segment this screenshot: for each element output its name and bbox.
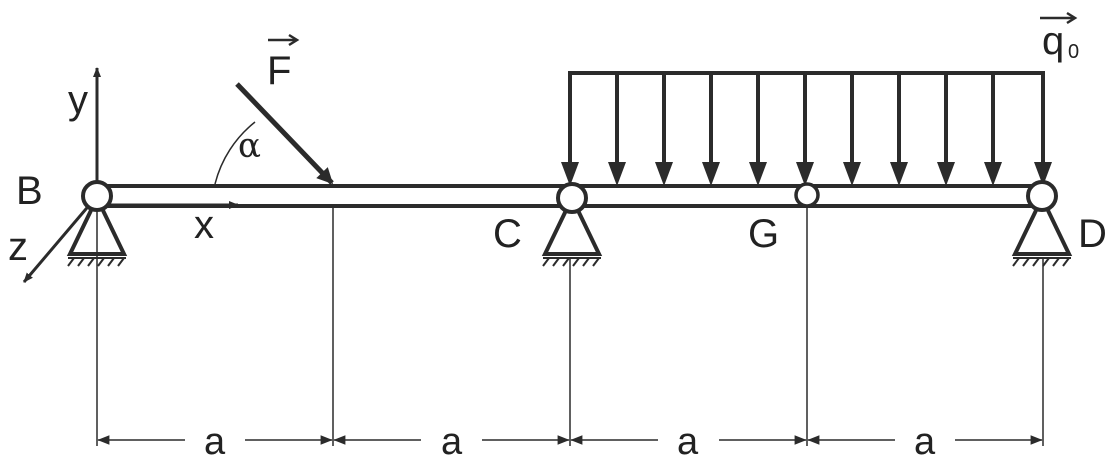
load-arrowheads [561,162,1052,186]
point-label-C: C [493,212,522,256]
support-D [1011,180,1073,267]
coordinate-axes [22,67,239,283]
dimension-label-2: a [441,421,463,463]
distributed-load [568,71,1045,168]
angle-arc [214,121,256,185]
dimension-extension-lines [96,206,1044,446]
point-label-G: G [748,212,779,256]
load-label: q [1042,19,1064,63]
axis-label-z: z [8,225,28,269]
load-vector-mark [1040,11,1078,25]
point-label-B: B [16,169,43,213]
force-arrow [235,82,334,185]
hinge-G [794,182,820,208]
angle-label: α [238,126,261,166]
axis-label-x: x [194,203,214,247]
dimension-label-3: a [677,421,699,463]
dimension-label-1: a [204,421,226,463]
force-label: F [267,49,291,93]
support-C [541,182,603,267]
point-label-D: D [1078,212,1107,256]
force-vector-mark [268,33,300,47]
dimension-label-4: a [914,421,936,463]
axis-label-y: y [68,78,88,122]
load-subscript: 0 [1068,41,1079,63]
